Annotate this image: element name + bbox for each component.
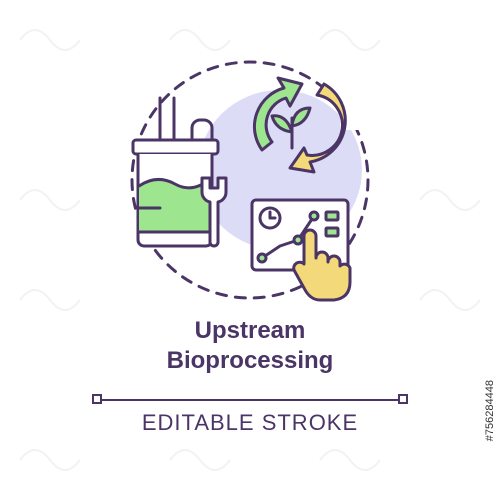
divider-left-handle [92, 394, 102, 404]
divider-right-handle [398, 394, 408, 404]
title-line-2: Bioprocessing [166, 347, 334, 374]
recycle-arrows-icon [252, 76, 347, 174]
dashed-circle [130, 60, 370, 300]
stock-id: #756284448 [484, 380, 496, 442]
bioreactor-tank-icon [131, 96, 220, 248]
divider-line [100, 399, 400, 401]
title-line-1: Upstream [194, 317, 306, 344]
clock-icon [258, 206, 282, 230]
subtitle: EDITABLE STROKE [141, 410, 359, 435]
wrench-icon [200, 176, 228, 248]
hand-pointer-icon [292, 228, 352, 302]
leaf-icon [270, 106, 312, 150]
